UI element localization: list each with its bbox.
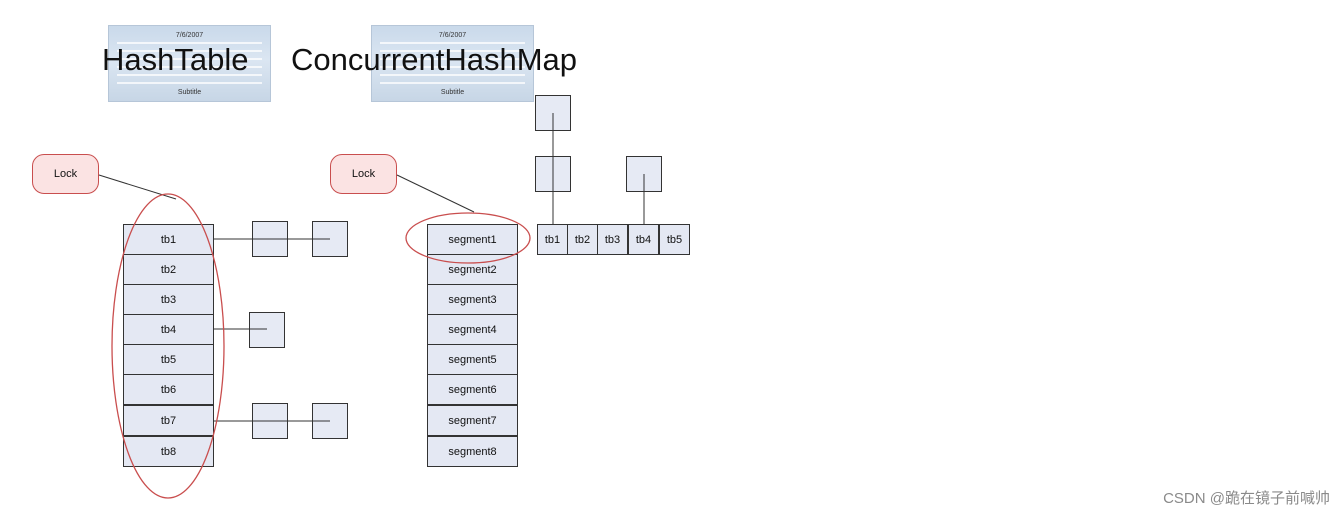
concurrent-title: ConcurrentHashMap [291,42,578,77]
lock-connector [396,174,475,213]
lock-connector [98,174,177,200]
hashtable-bucket: tb4 [123,314,214,345]
segment-table-cell: tb2 [567,224,598,255]
segment-table-cell: tb4 [628,224,659,255]
chain-node [252,403,288,439]
chain-node [312,221,348,257]
banner-subtitle: Subtitle [177,89,202,96]
chain-node [535,95,571,131]
concurrent-banner: 7/6/2007 Subtitle [371,25,534,102]
hashtable-banner: 7/6/2007 Subtitle [108,25,271,102]
hashtable-lock: Lock [32,154,99,194]
segment-cell: segment1 [427,224,518,255]
segment-cell: segment4 [427,314,518,345]
chain-node [249,312,285,348]
hashtable-bucket: tb8 [123,436,214,467]
hashtable-bucket: tb3 [123,284,214,315]
banner-stripes [380,42,525,86]
segment-cell: segment7 [427,405,518,436]
hashtable-bucket: tb7 [123,405,214,436]
hashtable-bucket: tb5 [123,344,214,375]
segment-table-cell: tb3 [597,224,628,255]
chain-node [626,156,662,192]
segment-cell: segment6 [427,374,518,405]
chain-node [535,156,571,192]
chain-node [252,221,288,257]
segment-table-cell: tb5 [659,224,690,255]
segment-cell: segment3 [427,284,518,315]
concurrent-lock: Lock [330,154,397,194]
hashtable-bucket: tb1 [123,224,214,255]
hashtable-bucket: tb2 [123,254,214,285]
hashtable-bucket: tb6 [123,374,214,405]
segment-cell: segment2 [427,254,518,285]
hashtable-title: HashTable [102,42,249,77]
watermark: CSDN @跪在镜子前喊帅 [1163,490,1330,507]
banner-date: 7/6/2007 [438,32,467,39]
segment-cell: segment8 [427,436,518,467]
banner-subtitle: Subtitle [440,89,465,96]
segment-cell: segment5 [427,344,518,375]
chain-node [312,403,348,439]
segment-table-cell: tb1 [537,224,568,255]
banner-stripes [117,42,262,86]
banner-date: 7/6/2007 [175,32,204,39]
